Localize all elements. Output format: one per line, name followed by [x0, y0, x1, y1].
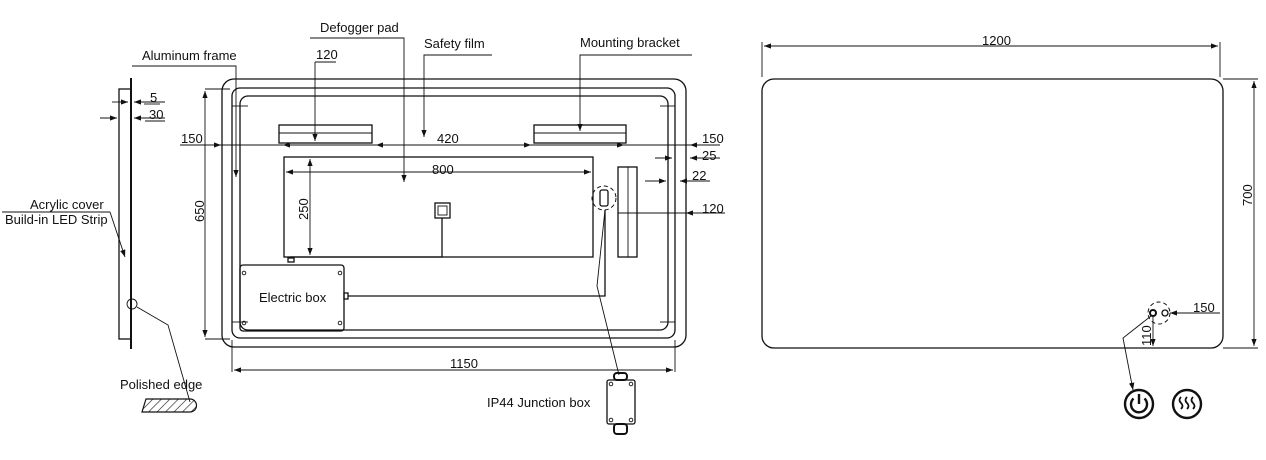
- side-frame: [118, 88, 132, 340]
- mirror-front-outline: [761, 78, 1224, 349]
- heat-waves-icon: [1171, 388, 1203, 420]
- touch-switch-defog[interactable]: [1161, 309, 1169, 317]
- side-view: 5 30 Acrylic cover Build-in LED Strip Po…: [2, 78, 202, 413]
- dim-switch-offset-bottom: 110: [1139, 325, 1154, 346]
- outer-frame: [221, 78, 687, 348]
- label-mounting-bracket: Mounting bracket: [580, 35, 680, 50]
- label-junction-box: IP44 Junction box: [487, 395, 591, 410]
- label-safety-film: Safety film: [424, 36, 485, 51]
- dim-glass-thickness: 5: [150, 90, 157, 105]
- dim-bracket-offset-left: 150: [181, 131, 203, 146]
- touch-switch-power[interactable]: [1149, 309, 1157, 317]
- label-electric-box: Electric box: [259, 290, 327, 305]
- dim-defogger-width: 800: [432, 162, 454, 177]
- ip44-junction-box: [606, 379, 636, 425]
- dim-inner-height: 650: [192, 200, 207, 222]
- switch-sensor: [599, 189, 609, 207]
- junction-cable-gland-bottom: [613, 423, 628, 435]
- label-defogger-pad: Defogger pad: [320, 20, 399, 35]
- polished-edge-section: [141, 398, 198, 413]
- dim-frame-depth: 30: [149, 107, 163, 122]
- label-led-strip: Build-in LED Strip: [5, 212, 108, 227]
- junction-cable-gland-top: [613, 372, 628, 381]
- touch-switch-detail-marker: [1147, 301, 1171, 325]
- back-view: 150 420 150 120 Aluminum frame Defogger …: [132, 20, 725, 435]
- polished-edge-marker: [126, 298, 138, 310]
- dim-switch-offset-right: 150: [1193, 300, 1215, 315]
- dim-bracket-width: 120: [316, 47, 338, 62]
- label-aluminum-frame: Aluminum frame: [142, 48, 237, 63]
- dim-defogger-height: 250: [296, 198, 311, 220]
- dim-overall-height: 700: [1240, 184, 1255, 206]
- dim-bracket-spacing: 420: [437, 131, 459, 146]
- led-switch-strip: [617, 166, 638, 258]
- dim-bracket-offset-right: 150: [702, 131, 724, 146]
- dim-led-inset: 22: [692, 168, 706, 183]
- dim-overall-width: 1200: [982, 33, 1011, 48]
- dim-inner-width: 1150: [450, 356, 478, 371]
- dim-switch-width: 120: [702, 201, 724, 216]
- label-acrylic-cover: Acrylic cover: [30, 197, 104, 212]
- power-icon: [1123, 388, 1155, 420]
- front-view: 1200 700 150 110: [761, 33, 1258, 420]
- dim-frame-inset: 25: [702, 148, 716, 163]
- mounting-bracket-left: [278, 124, 373, 144]
- switch-detail-marker: [591, 185, 617, 211]
- label-polished-edge: Polished edge: [120, 377, 202, 392]
- defogger-connector: [434, 202, 451, 219]
